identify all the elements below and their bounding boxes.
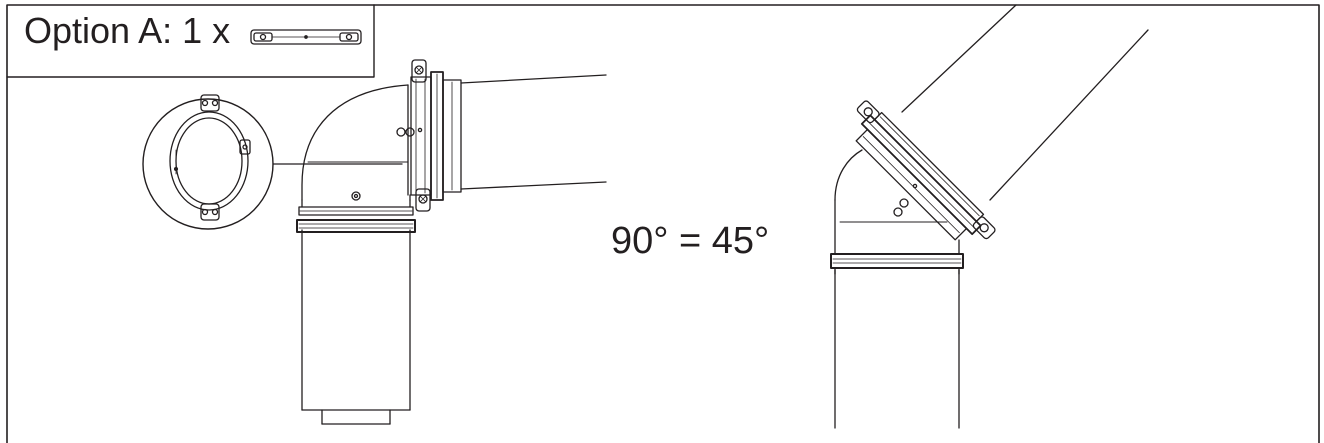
elbow-90-assembly bbox=[296, 59, 607, 425]
elbow-45-assembly bbox=[830, 4, 1149, 429]
horizontal-pipe bbox=[460, 74, 607, 190]
clamp-band bbox=[410, 59, 462, 212]
coupling-ring bbox=[296, 199, 416, 233]
lower-pipe-right bbox=[830, 253, 964, 429]
clamp-detail-callout bbox=[142, 94, 403, 230]
page-title: Option A: 1 x bbox=[24, 10, 231, 51]
elbow-body-right bbox=[834, 149, 960, 255]
elbow-body bbox=[301, 84, 423, 201]
angled-pipe bbox=[901, 4, 1149, 201]
diagram-frame bbox=[6, 4, 1320, 443]
clamp-band-right bbox=[855, 100, 996, 241]
mounting-strap-icon bbox=[250, 29, 362, 45]
title-box bbox=[6, 4, 375, 78]
lower-pipe bbox=[301, 229, 411, 425]
angle-equation: 90° = 45° bbox=[611, 220, 770, 262]
